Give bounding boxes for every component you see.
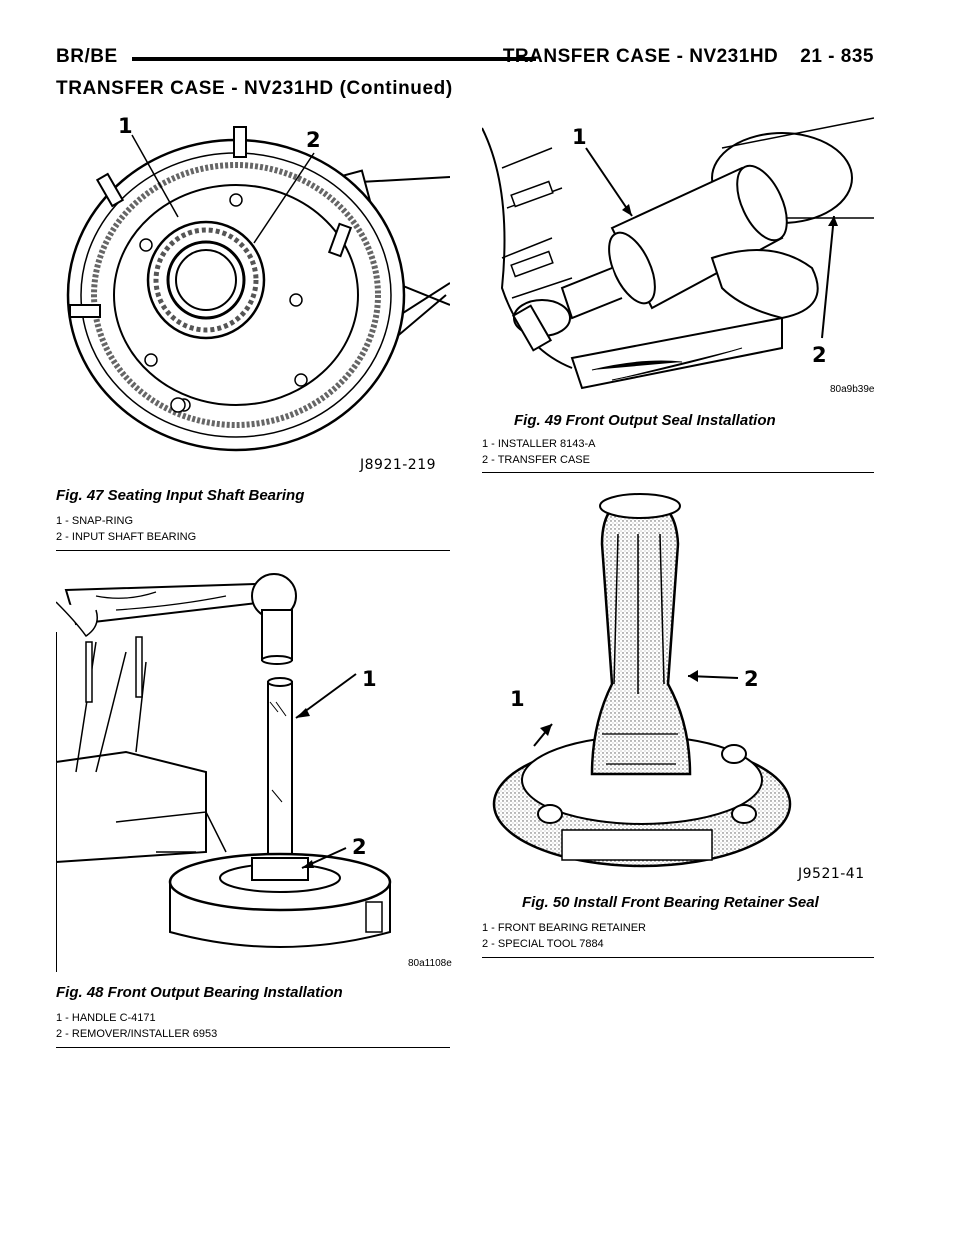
figure-47-illustration: 1 2 xyxy=(66,114,450,452)
page-header: BR/BE TRANSFER CASE - NV231HD 21 - 835 xyxy=(56,46,874,72)
figure-47: 1 2 J8921-219 Fig. 47 Seating Input Shaf… xyxy=(56,105,450,553)
figure-49-rule xyxy=(482,472,874,473)
figure-48-title: Fig. 48 Front Output Bearing Installatio… xyxy=(56,984,343,1001)
figure-48-illustration: 1 2 xyxy=(56,573,392,972)
header-section-title: TRANSFER CASE - NV231HD xyxy=(502,46,779,67)
header-model: BR/BE xyxy=(56,46,118,67)
figure-50-rule xyxy=(482,957,874,958)
figure-47-code: J8921-219 xyxy=(360,457,437,473)
figure-47-callout-2: 2 xyxy=(306,128,321,152)
figure-48-legend-1: 1 - HANDLE C-4171 xyxy=(56,1012,156,1024)
figure-47-legend-1: 1 - SNAP-RING xyxy=(56,515,134,527)
figure-48-code: 80a1108e xyxy=(408,958,452,969)
figure-48: 1 2 80a1108e Fig. 48 Front Output Bearin… xyxy=(56,562,452,1048)
header-rule xyxy=(132,57,536,61)
figure-50-callout-1: 1 xyxy=(510,687,525,711)
figure-47-legend-2: 2 - INPUT SHAFT BEARING xyxy=(56,531,197,543)
figure-48-rule xyxy=(56,1047,450,1048)
figure-49-code: 80a9b39e xyxy=(830,384,875,395)
figure-50-legend-1: 1 - FRONT BEARING RETAINER xyxy=(482,922,647,934)
page-number: 21 - 835 xyxy=(800,46,874,67)
figure-48-callout-2: 2 xyxy=(352,835,367,859)
figure-50: 1 2 J9521-41 Fig. 50 Install Front Beari… xyxy=(482,484,874,960)
figure-49-illustration: 1 2 xyxy=(482,117,874,390)
figure-49-callout-2: 2 xyxy=(812,343,827,367)
figure-50-title: Fig. 50 Install Front Bearing Retainer S… xyxy=(522,894,819,911)
figure-48-legend-2: 2 - REMOVER/INSTALLER 6953 xyxy=(56,1028,218,1040)
figure-50-legend-2: 2 - SPECIAL TOOL 7884 xyxy=(482,938,604,950)
figure-50-callout-2: 2 xyxy=(744,667,759,691)
figure-49-title: Fig. 49 Front Output Seal Installation xyxy=(514,412,776,429)
figure-47-rule xyxy=(56,550,450,551)
figure-50-illustration: 1 2 xyxy=(492,493,792,868)
figure-50-code: J9521-41 xyxy=(798,866,865,882)
figure-49: 1 2 80a9b39e Fig. 49 Front Output Seal I… xyxy=(482,108,875,474)
figure-49-callout-1: 1 xyxy=(572,125,587,149)
figure-47-callout-1: 1 xyxy=(118,114,133,138)
figure-48-callout-1: 1 xyxy=(362,667,377,691)
section-subheader: TRANSFER CASE - NV231HD (Continued) xyxy=(56,78,453,99)
figure-49-legend-1: 1 - INSTALLER 8143-A xyxy=(482,438,596,450)
figure-47-title: Fig. 47 Seating Input Shaft Bearing xyxy=(56,487,305,504)
header-section: TRANSFER CASE - NV231HD 21 - 835 xyxy=(503,46,874,68)
figure-49-legend-2: 2 - TRANSFER CASE xyxy=(482,454,590,466)
